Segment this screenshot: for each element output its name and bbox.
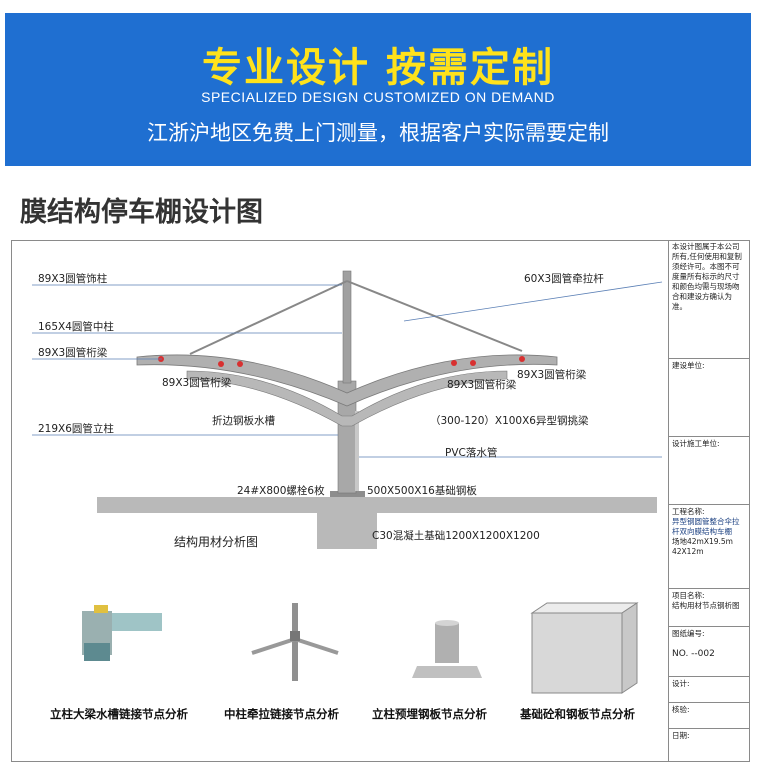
- label-truss-beam-right-lower: 89X3圆管桁梁: [447, 379, 517, 391]
- tie-rod-left: [189, 280, 348, 355]
- detail-icon-mast-rods: [251, 603, 339, 681]
- item-name-label: 项目名称:: [672, 591, 705, 600]
- label-center-column: 165X4圆管中柱: [38, 321, 114, 333]
- caption-column-beam-gutter: 立柱大梁水槽链接节点分析: [50, 707, 188, 721]
- banner-background: 专业设计 按需定制 SPECIALIZED DESIGN CUSTOMIZED …: [5, 13, 751, 166]
- drawing-number: NO. --002: [672, 649, 715, 659]
- label-truss-beam-right: 89X3圆管桁梁: [517, 369, 587, 381]
- label-gutter: 折边钢板水槽: [212, 415, 275, 427]
- caption-foundation-plate: 基础砼和钢板节点分析: [520, 707, 635, 721]
- label-bolts: 24#X800螺栓6枚: [237, 485, 325, 497]
- site-size-alt: 42X12m: [672, 547, 704, 556]
- section-title: 膜结构停车棚设计图: [20, 197, 263, 228]
- design-label: 设计:: [669, 676, 749, 702]
- caption-embedded-plate: 立柱预埋钢板节点分析: [372, 707, 487, 721]
- joint-marker: [519, 356, 525, 362]
- banner-title: 专业设计 按需定制: [202, 45, 554, 91]
- banner-subtitle-en: SPECIALIZED DESIGN CUSTOMIZED ON DEMAND: [201, 89, 555, 105]
- joint-marker: [237, 361, 243, 367]
- drain-pipe: [355, 411, 359, 491]
- title-block: 本设计图属于本公司所有,任何使用和复制须经许可。本图不可度量所有标示的尺寸和颜色…: [668, 240, 749, 762]
- construct-unit-label: 设计施工单位:: [669, 436, 749, 504]
- detail-icon-column-beam: [82, 605, 162, 661]
- detail-icon-embedded-plate: [412, 620, 482, 678]
- copyright-note: 本设计图属于本公司所有,任何使用和复制须经许可。本图不可度量所有标示的尺寸和颜色…: [672, 242, 742, 311]
- concrete-foundation: [317, 513, 377, 549]
- drawing-number-block: 图纸编号: NO. --002: [669, 626, 749, 676]
- design-drawing: 89X3圆管饰柱 165X4圆管中柱 89X3圆管桁梁 89X3圆管桁梁 219…: [11, 240, 750, 762]
- structure-diagram: [32, 270, 663, 694]
- joint-marker: [470, 360, 476, 366]
- project-name-block: 工程名称: 异型钢圆管整合伞拉杆双向膜结构车棚 场地42mX19.5m 42X1…: [669, 504, 749, 588]
- joint-marker: [218, 361, 224, 367]
- joint-marker: [451, 360, 457, 366]
- leader-lines: [32, 281, 663, 458]
- item-name: 结构用材节点钢析图: [672, 601, 740, 610]
- base-plate: [330, 491, 365, 497]
- truss-beam: [136, 354, 558, 407]
- project-name-label: 工程名称:: [672, 507, 705, 516]
- label-drain-pipe: PVC落水管: [445, 447, 498, 459]
- detail-icon-foundation: [530, 602, 639, 694]
- item-name-block: 项目名称: 结构用材节点钢析图: [669, 588, 749, 626]
- site-size: 场地42mX19.5m: [672, 537, 733, 546]
- cantilever-beam: [186, 370, 508, 427]
- banner-subtitle-cn: 江浙沪地区免费上门测量，根据客户实际需要定制: [147, 121, 609, 145]
- label-cantilever-beam: （300-120）X100X6异型钢挑梁: [430, 415, 589, 427]
- caption-mast-tie-rod: 中柱牵拉链接节点分析: [224, 707, 339, 721]
- label-tie-rod: 60X3圆管牵拉杆: [524, 273, 604, 285]
- project-name: 异型钢圆管整合伞拉杆双向膜结构车棚: [672, 517, 740, 536]
- label-main-column: 219X6圆管立柱: [38, 423, 114, 435]
- header-banner: 专业设计 按需定制 SPECIALIZED DESIGN CUSTOMIZED …: [0, 0, 758, 168]
- label-base-plate: 500X500X16基础钢板: [367, 485, 477, 497]
- center-mast: [342, 270, 352, 384]
- build-unit-label: 建设单位:: [669, 358, 749, 436]
- drawing-number-label: 图纸编号:: [672, 629, 705, 638]
- ground-slab: [97, 497, 657, 513]
- label-decor-column: 89X3圆管饰柱: [38, 273, 108, 285]
- label-truss-beam-left-lower: 89X3圆管桁梁: [162, 377, 232, 389]
- label-analysis-title: 结构用材分析图: [174, 535, 259, 549]
- date-label: 日期:: [669, 728, 749, 762]
- label-concrete-foundation: C30混凝土基础1200X1200X1200: [372, 530, 540, 542]
- check-label: 核验:: [669, 702, 749, 728]
- label-truss-beam-left: 89X3圆管桁梁: [38, 347, 108, 359]
